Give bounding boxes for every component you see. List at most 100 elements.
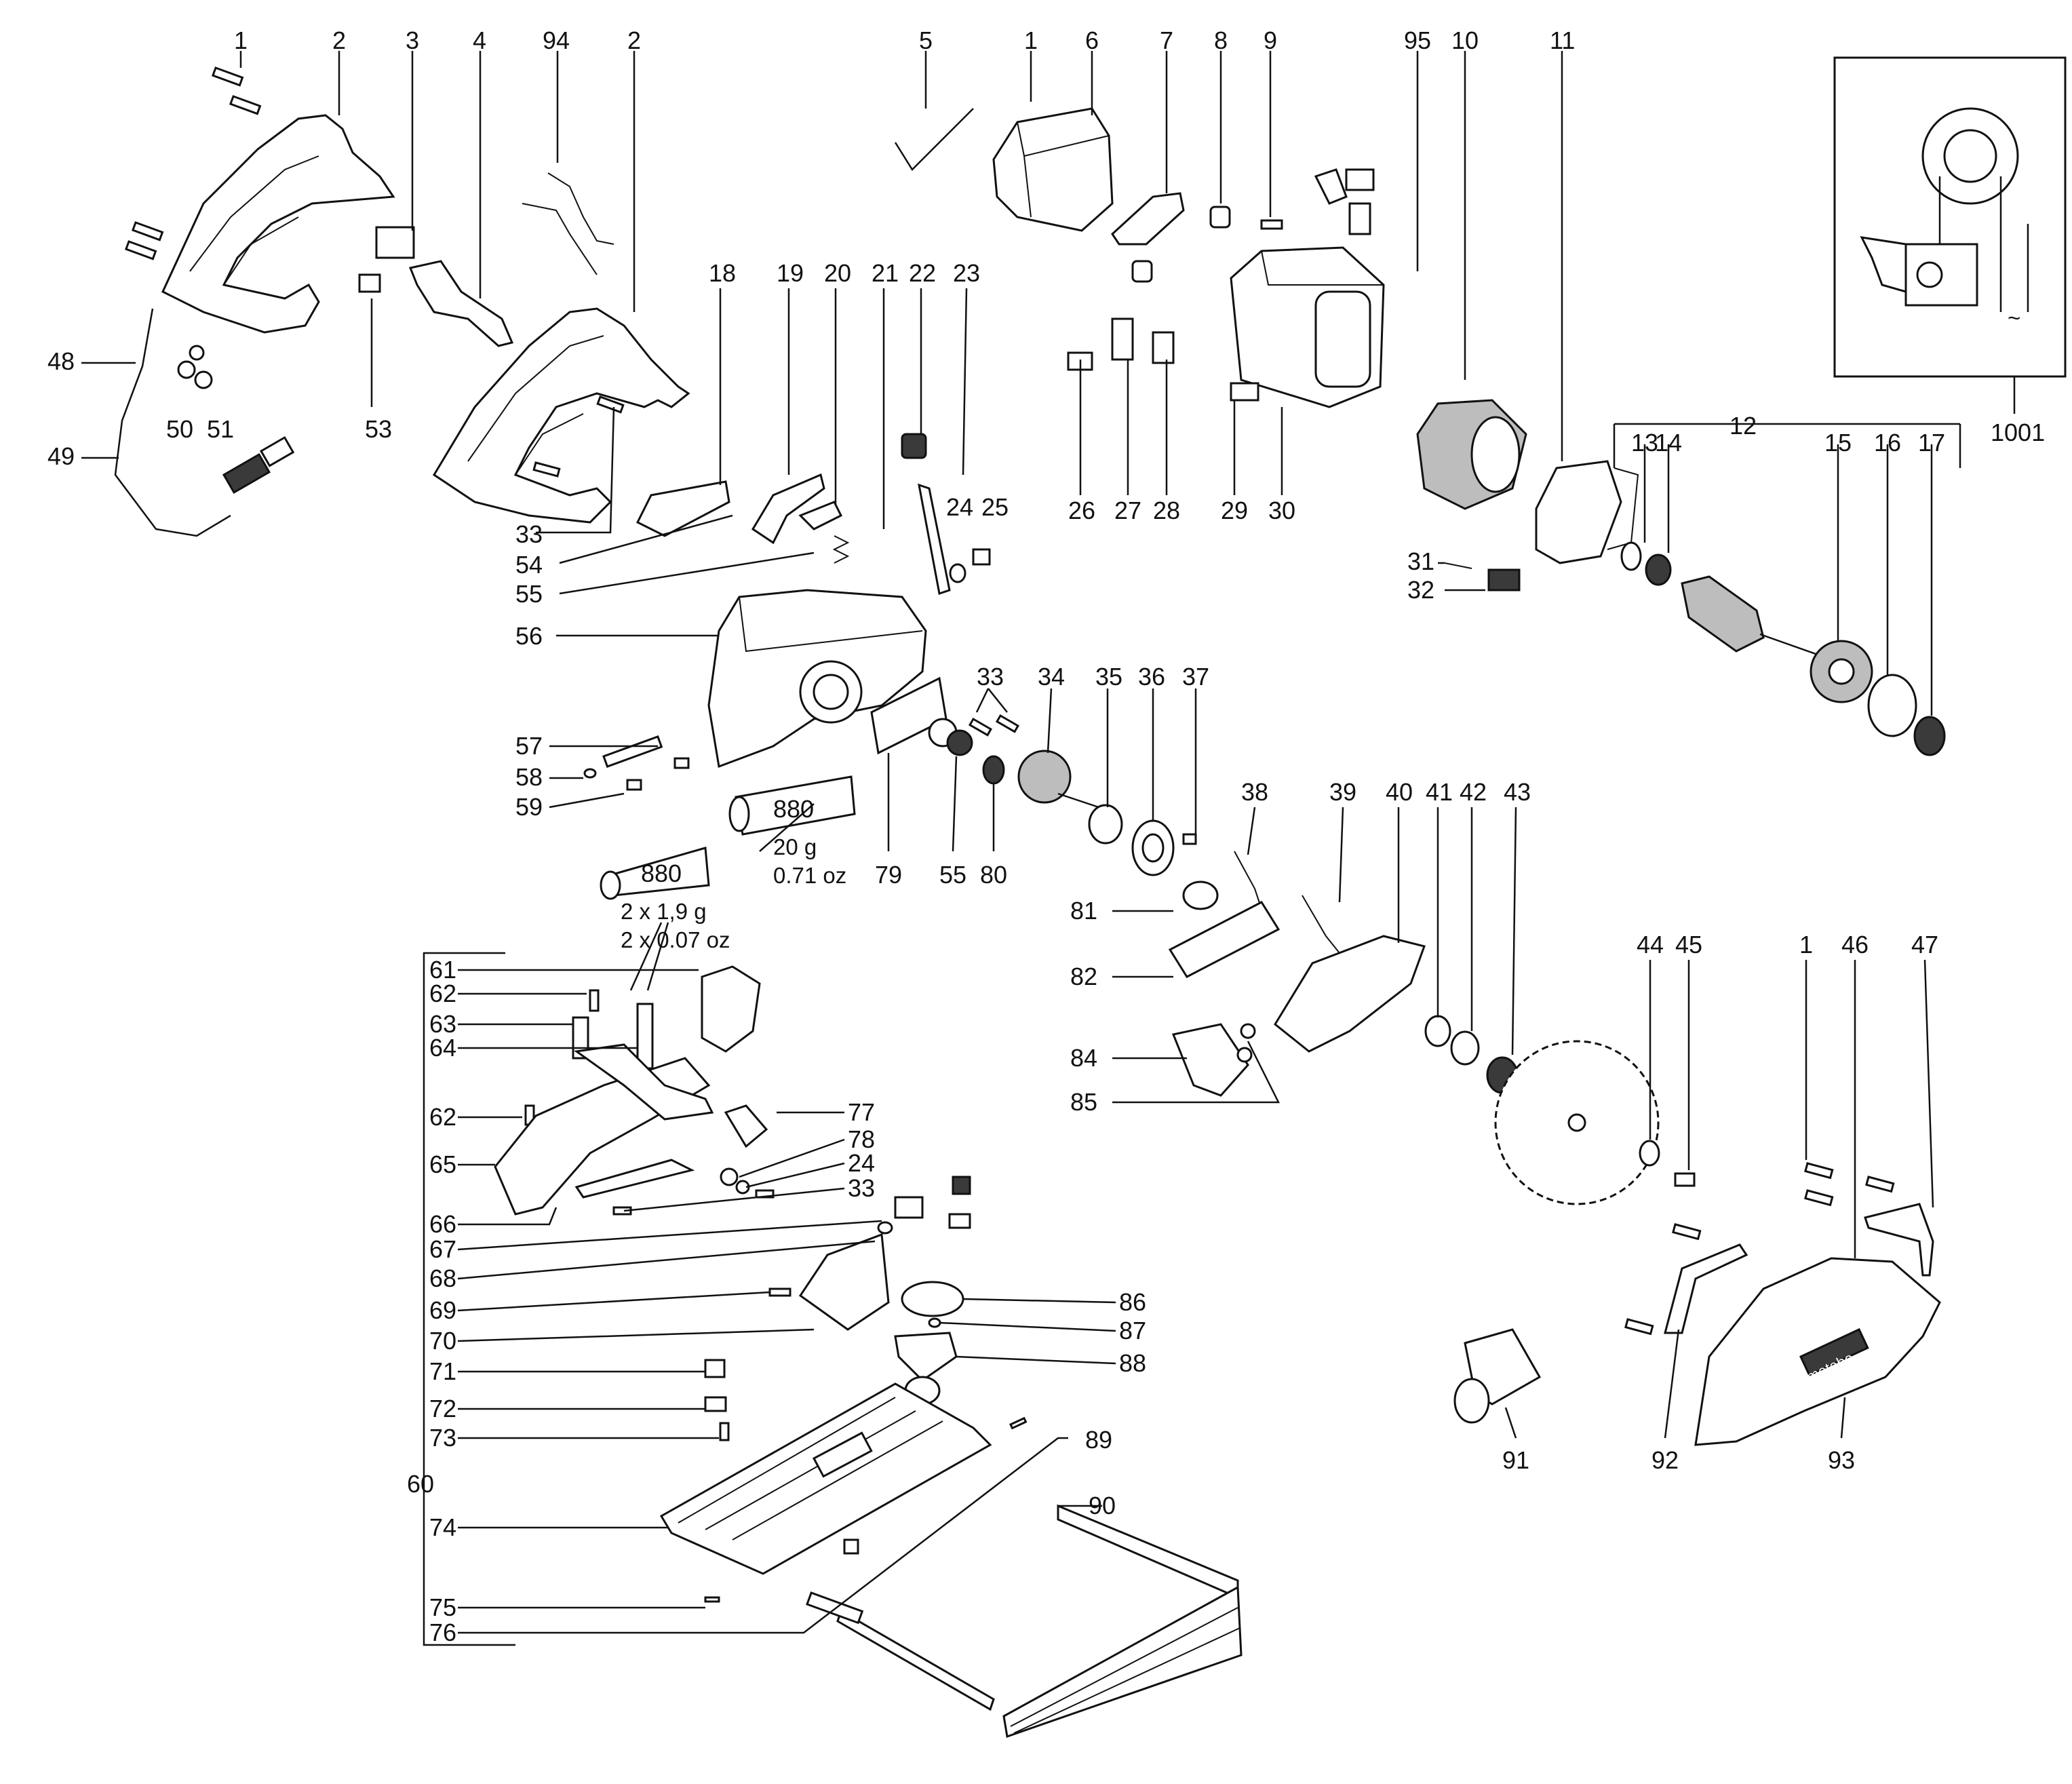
- part-label: 87: [1119, 1317, 1146, 1344]
- part-label: 55: [939, 861, 966, 889]
- part-label: 69: [429, 1296, 456, 1324]
- part-label: 20: [824, 259, 851, 287]
- part-labels-guard-lower: 81 82 84 85: [1070, 897, 1097, 1116]
- pin-57-59-drawing: [583, 735, 690, 791]
- part-labels-mid-row: 79 55 80: [875, 861, 1007, 889]
- part-labels-bottom-right: 91 92 93: [1502, 1446, 1855, 1474]
- part-label: 91: [1502, 1446, 1529, 1474]
- part-label: 1: [1024, 26, 1038, 54]
- part-label: 71: [429, 1357, 456, 1385]
- part-label: 16: [1874, 429, 1901, 457]
- part-label: 25: [981, 493, 1009, 521]
- bracket-7-drawing: [1111, 192, 1185, 246]
- part-label: 24: [946, 493, 973, 521]
- grease-qty-imperial: 0.71 oz: [773, 863, 846, 888]
- part-label: 12: [1729, 412, 1757, 440]
- grease-code: 880: [641, 859, 682, 887]
- small-parts-8-9: [1131, 206, 1283, 283]
- part-label: 65: [429, 1150, 456, 1178]
- part-label: 35: [1095, 663, 1122, 691]
- grease-qty-metric: 2 x 1,9 g: [621, 899, 707, 924]
- part-label: 58: [515, 763, 543, 791]
- part-label: 68: [429, 1264, 456, 1292]
- part-label: 43: [1504, 778, 1531, 806]
- part-label: 57: [515, 732, 543, 760]
- part-label: 38: [1241, 778, 1268, 806]
- base-parts-67-73: [704, 1176, 971, 1441]
- part-label: 72: [429, 1395, 456, 1422]
- part-label: 86: [1119, 1288, 1146, 1316]
- part-label: 4: [473, 26, 486, 54]
- part-label: 33: [848, 1174, 875, 1202]
- part-label: 31: [1407, 547, 1434, 575]
- part-label: 56: [515, 622, 543, 650]
- part-label: 10: [1451, 26, 1479, 54]
- part-labels-left-side: 48 49 50 51 53: [47, 347, 392, 470]
- gear-housing-56-drawing: [707, 589, 927, 769]
- part-label: 73: [429, 1424, 456, 1452]
- part-label: 28: [1153, 497, 1180, 524]
- part-labels-top-left: 1 2 3 4 94 2: [234, 26, 641, 54]
- part-label: 94: [543, 26, 570, 54]
- part-labels-pin: 57 58 59: [515, 732, 543, 821]
- part-label: 9: [1264, 26, 1277, 54]
- guard-parts-84-85: [1171, 1023, 1256, 1097]
- part-label: 81: [1070, 897, 1097, 925]
- grease-labels: 880 20 g 0.71 oz 880 2 x 1,9 g 2 x 0.07 …: [621, 795, 846, 952]
- part-label: 32: [1407, 576, 1434, 604]
- part-labels-guard-upper: 38 39 40 41 42 43: [1241, 778, 1531, 806]
- handle-half-left-drawing: [161, 114, 395, 334]
- dust-nozzle-91-drawing: [1453, 1328, 1542, 1424]
- part-label: 44: [1637, 931, 1664, 958]
- part-label: 93: [1828, 1446, 1855, 1474]
- part-label: 18: [709, 259, 736, 287]
- part-label: 39: [1329, 778, 1356, 806]
- switch-drawing: [358, 226, 514, 347]
- part-labels-blade-area: 44 45 1 46 47: [1637, 931, 1938, 958]
- brush-31-32-drawing: [1444, 562, 1521, 592]
- part-labels-brush: 31 32: [1407, 547, 1434, 604]
- part-label: 55: [515, 580, 543, 608]
- part-label: 2: [627, 26, 641, 54]
- part-label: 48: [47, 347, 75, 375]
- washers-24-25: [949, 548, 991, 583]
- screws-right-drawing: [1624, 1162, 1895, 1336]
- part-label: 75: [429, 1593, 456, 1621]
- part-label: 23: [953, 259, 980, 287]
- part-label: 30: [1268, 497, 1295, 524]
- part-label: 89: [1085, 1426, 1112, 1454]
- part-label: 51: [207, 415, 234, 443]
- part-label: 88: [1119, 1349, 1146, 1377]
- armature-drawing: [1620, 541, 1946, 756]
- saw-blade-drawing: [1494, 1040, 1660, 1205]
- base-plate-74-drawing: [659, 1382, 992, 1575]
- grease-qty-imperial: 2 x 0.07 oz: [621, 927, 730, 952]
- part-labels-top-middle: 5 1 6 7 8 9 95 10 11: [919, 26, 1575, 54]
- part-label: 77: [848, 1098, 875, 1126]
- gearbox-parts-33-37: [928, 714, 1197, 876]
- lever-19-20-drawing: [751, 473, 843, 545]
- grease-tube-large-drawing: [728, 775, 856, 836]
- part-label: 64: [429, 1034, 456, 1062]
- guard-parts-38-43: [1168, 851, 1519, 1094]
- field-coil-drawing: [1416, 399, 1527, 510]
- part-labels-below-housing: 26 27 28 29 30: [1068, 497, 1295, 524]
- part-label: 6: [1085, 26, 1099, 54]
- part-label: 5: [919, 26, 933, 54]
- part-label: 24: [848, 1149, 875, 1177]
- part-labels-base-left: 61 62 63 64 62 65 66 67 68 69 70 71 72 7…: [407, 956, 456, 1646]
- part-label: 90: [1089, 1492, 1116, 1519]
- part-label: 85: [1070, 1088, 1097, 1116]
- blade-washer-44-45: [1639, 1140, 1696, 1187]
- part-label: 84: [1070, 1044, 1097, 1072]
- part-label: 3: [406, 26, 419, 54]
- part-label: 11: [1550, 26, 1575, 54]
- part-label: 26: [1068, 497, 1095, 524]
- part-label: 76: [429, 1618, 456, 1646]
- handle-half-right-drawing: [432, 307, 690, 524]
- part-label: 78: [848, 1125, 875, 1153]
- base-group-label: 60: [407, 1470, 434, 1498]
- part-label: 45: [1675, 931, 1702, 958]
